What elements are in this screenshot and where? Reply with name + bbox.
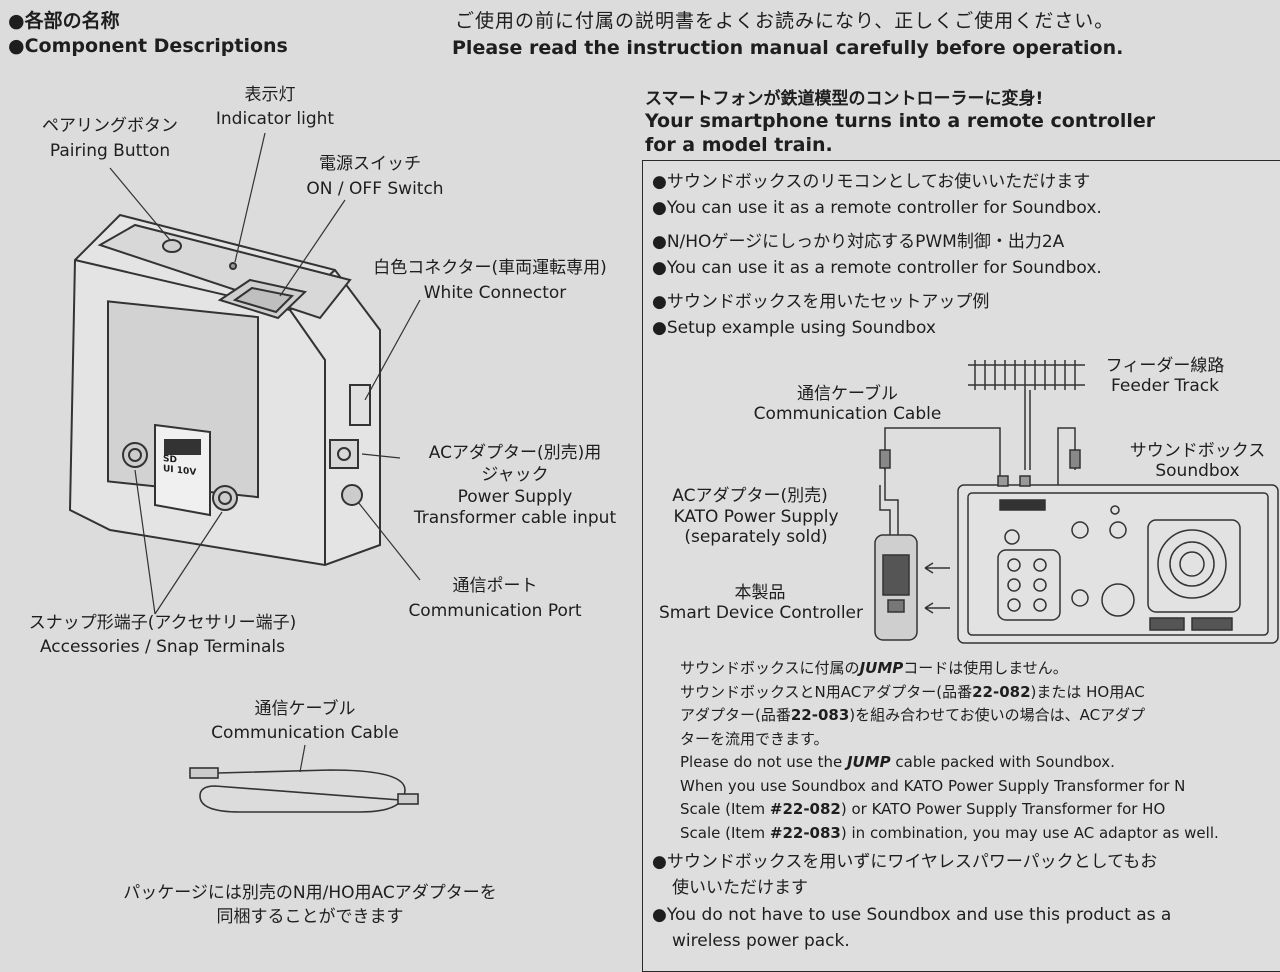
comm-port-label-jp: 通信ポート: [452, 576, 538, 596]
indicator-light-label-jp: 表示灯: [244, 85, 296, 105]
device-face-text: SD UI 10V: [163, 453, 197, 479]
pairing-button: [162, 239, 182, 253]
note-jp-line3: アダプター(品番22-083)を組み合わせてお使いの場合は、ACアダプ: [680, 706, 1146, 724]
note-en-line2: When you use Soundbox and KATO Power Sup…: [680, 776, 1186, 795]
comm-port: [341, 484, 363, 506]
power-switch-label-en: ON / OFF Switch: [306, 179, 444, 199]
soundbox-label-en: Soundbox: [1155, 461, 1240, 481]
feeder-track: [968, 360, 1085, 390]
white-connector: [349, 384, 371, 426]
indicator-light: [229, 262, 237, 270]
cable-label-en: Communication Cable: [211, 723, 399, 743]
white-connector-label-jp: 白色コネクター(車両運転専用): [373, 258, 607, 278]
feature-4-jp1: ●サウンドボックスを用いずにワイヤレスパワーパックとしてもお: [652, 852, 1158, 872]
ac-jack-label-jp1: ACアダプター(別売)用: [428, 443, 602, 463]
product-label-jp: 本製品: [734, 583, 786, 603]
comm-port-label-en: Communication Port: [408, 601, 582, 621]
feature-1-en: ●You can use it as a remote controller f…: [652, 198, 1102, 218]
setup-cable-label-jp: 通信ケーブル: [797, 384, 898, 404]
feature-3-en: ●Setup example using Soundbox: [652, 318, 936, 338]
note-jp-line1: サウンドボックスに付属のJUMPコードは使用しません。: [680, 659, 1068, 677]
feature-2-jp: ●N/HOゲージにしっかり対応するPWM制御・出力2A: [652, 232, 1065, 252]
ac-jack-label-en1: Power Supply: [457, 487, 573, 507]
soundbox-drawing: [957, 484, 1279, 644]
indicator-light-label-en: Indicator light: [215, 109, 335, 129]
snap-terminal-right: [212, 485, 238, 511]
feature-4-en2: wireless power pack.: [672, 931, 850, 951]
notice-jp: ご使用の前に付属の説明書をよくお読みになり、正しくご使用ください。: [455, 10, 1115, 32]
notice-en: Please read the instruction manual caref…: [452, 37, 1124, 59]
snap-terminal-left: [122, 442, 148, 468]
device-diagram: [68, 132, 421, 813]
feature-4-en1: ●You do not have to use Soundbox and use…: [652, 905, 1172, 925]
communication-cable-drawing: [189, 767, 419, 813]
power-switch-label-jp: 電源スイッチ: [319, 154, 421, 174]
setup-cable-label-en: Communication Cable: [753, 404, 942, 424]
notes-block: サウンドボックスに付属のJUMPコードは使用しません。 サウンドボックスとN用A…: [680, 657, 1276, 845]
feeder-track-label-en: Feeder Track: [1111, 376, 1219, 396]
feature-3-jp: ●サウンドボックスを用いたセットアップ例: [652, 292, 990, 312]
feature-4-jp2: 使いいただけます: [672, 878, 808, 898]
snap-terminals-label-en: Accessories / Snap Terminals: [39, 637, 286, 657]
soundbox-label-jp: サウンドボックス: [1129, 441, 1266, 461]
feature-1-jp: ●サウンドボックスのリモコンとしてお使いいただけます: [652, 172, 1091, 192]
ac-adapter-label-jp: ACアダプター(別売): [672, 486, 828, 506]
pairing-button-label-jp: ペアリングボタン: [42, 116, 178, 136]
pairing-button-label-en: Pairing Button: [49, 141, 171, 161]
section-title-en: ●Component Descriptions: [8, 35, 288, 57]
cable-label-jp: 通信ケーブル: [254, 699, 356, 719]
tagline-jp: スマートフォンが鉄道模型のコントローラーに変身!: [645, 89, 1044, 109]
note-jp-line4: ターを流用できます。: [680, 729, 829, 748]
ac-jack-label-en2: Transformer cable input: [413, 508, 617, 528]
snap-terminals-label-jp: スナップ形端子(アクセサリー端子): [28, 613, 297, 633]
note-en-line4: Scale (Item #22-083) in combination, you…: [680, 823, 1219, 842]
ac-adapter-label-en2: (separately sold): [684, 527, 828, 547]
package-note-jp2: 同梱することができます: [216, 907, 404, 927]
tagline-en-line1: Your smartphone turns into a remote cont…: [645, 110, 1156, 132]
note-en-line1: Please do not use the JUMP cable packed …: [680, 753, 1115, 771]
feature-2-en: ●You can use it as a remote controller f…: [652, 258, 1102, 278]
note-jp-line2: サウンドボックスとN用ACアダプター(品番22-082)または HO用AC: [680, 682, 1145, 701]
ac-jack-label-jp2: ジャック: [481, 465, 549, 485]
ac-adapter-label-en1: KATO Power Supply: [673, 507, 839, 527]
feeder-track-label-jp: フィーダー線路: [1105, 356, 1225, 376]
package-note-jp1: パッケージには別売のN用/HO用ACアダプターを: [123, 883, 497, 903]
ac-jack: [329, 439, 359, 469]
white-connector-label-en: White Connector: [423, 283, 567, 303]
section-title-jp: ●各部の名称: [8, 10, 120, 32]
note-en-line3: Scale (Item #22-082) or KATO Power Suppl…: [680, 800, 1166, 818]
tagline-en-line2: for a model train.: [645, 134, 833, 156]
product-label-en: Smart Device Controller: [659, 603, 863, 623]
